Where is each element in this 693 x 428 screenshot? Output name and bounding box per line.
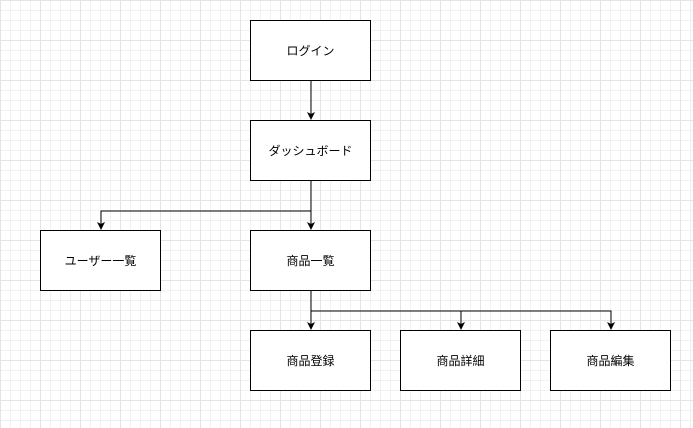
node-product-register-label: 商品登録 — [286, 354, 335, 368]
node-product-edit[interactable]: 商品編集 — [550, 330, 671, 391]
node-product-detail[interactable]: 商品詳細 — [400, 330, 521, 391]
node-user-list-label: ユーザー一覧 — [64, 254, 137, 268]
node-login-label: ログイン — [286, 44, 335, 58]
node-dashboard-label: ダッシュボード — [268, 144, 353, 158]
node-user-list[interactable]: ユーザー一覧 — [40, 230, 161, 291]
node-product-list-label: 商品一覧 — [286, 254, 335, 268]
node-product-detail-label: 商品詳細 — [436, 354, 485, 368]
connector-product-list-to-product-detail[interactable] — [310, 291, 465, 330]
connector-dashboard-to-user-list[interactable] — [97, 181, 312, 230]
node-product-edit-label: 商品編集 — [586, 354, 635, 368]
node-login[interactable]: ログイン — [250, 20, 371, 81]
node-product-list[interactable]: 商品一覧 — [250, 230, 371, 291]
connector-product-list-to-product-edit[interactable] — [311, 310, 615, 330]
node-product-register[interactable]: 商品登録 — [250, 330, 371, 391]
node-dashboard[interactable]: ダッシュボード — [250, 120, 371, 181]
